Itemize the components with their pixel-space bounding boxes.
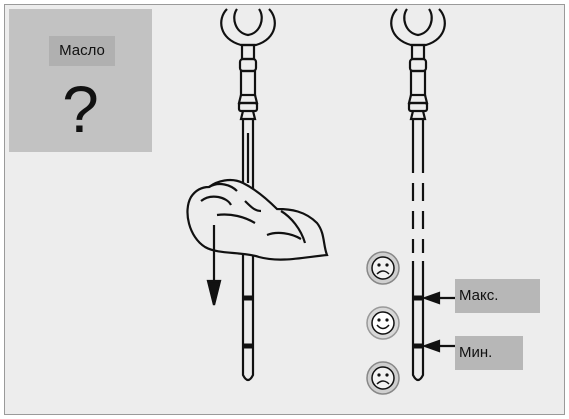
oil-question-panel: Масло ? xyxy=(9,9,152,152)
smiley-face-icon xyxy=(366,306,400,340)
oil-label: Масло xyxy=(49,36,115,66)
min-pointer-arrow xyxy=(421,339,457,353)
down-arrow-icon xyxy=(206,225,222,306)
min-level-label: Мин. xyxy=(455,336,523,370)
question-mark: ? xyxy=(62,72,99,146)
wiping-hand xyxy=(186,178,329,261)
max-level-label: Макс. xyxy=(455,279,540,313)
dipstick-illustration xyxy=(186,8,457,395)
sad-face-icon xyxy=(366,251,400,285)
max-pointer-arrow xyxy=(421,291,457,305)
dipstick-left xyxy=(220,8,276,382)
dipstick-right xyxy=(390,8,446,382)
sad-face-icon xyxy=(366,361,400,395)
illustration-frame: Масло ? xyxy=(4,4,565,415)
